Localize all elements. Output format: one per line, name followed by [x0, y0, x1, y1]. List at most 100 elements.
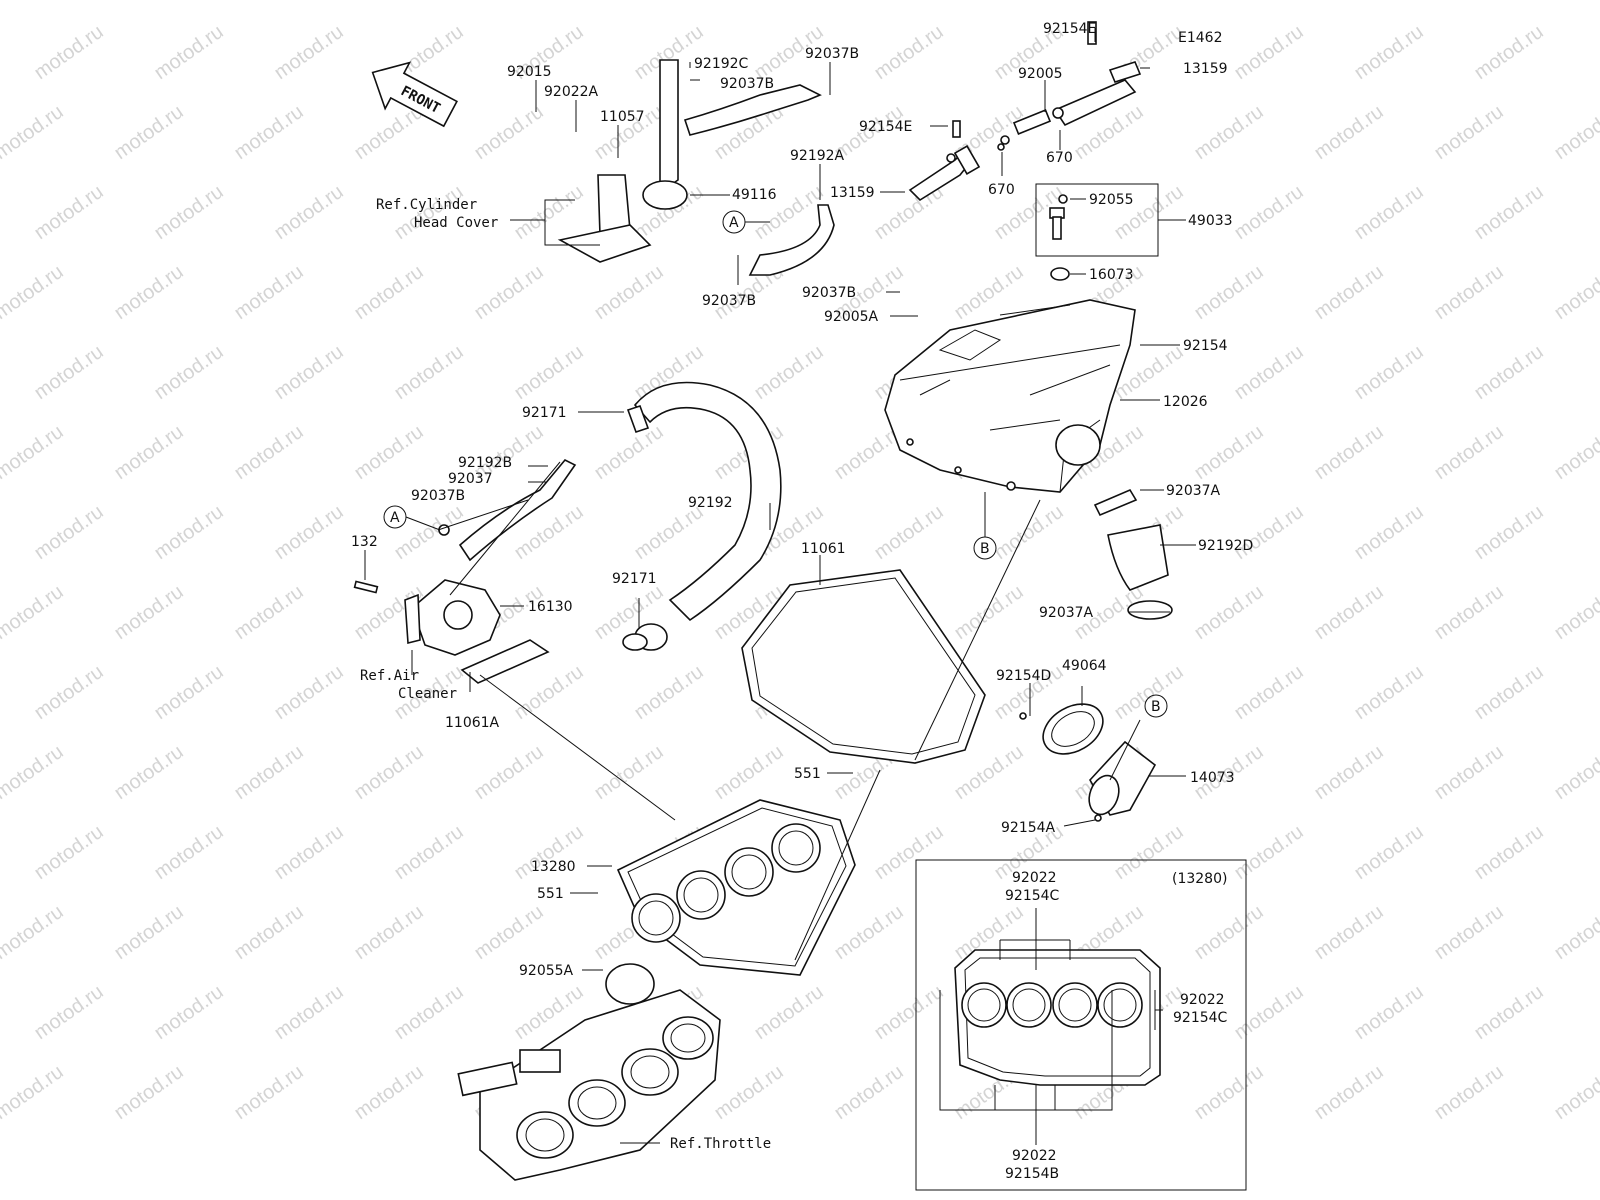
- watermark-text: motod.ru: [230, 581, 307, 644]
- watermark-text: motod.ru: [110, 101, 187, 164]
- part-label-16130: 16130: [528, 599, 573, 615]
- watermark-text: motod.ru: [1190, 101, 1267, 164]
- part-label-551-b: 551: [537, 886, 564, 902]
- gasket-11061: [741, 569, 986, 764]
- watermark-text: motod.ru: [270, 821, 347, 884]
- part-label-92037b-d: 92037B: [802, 285, 856, 301]
- watermark-text: motod.ru: [870, 21, 947, 84]
- watermark-text: motod.ru: [590, 261, 667, 324]
- watermark-text: motod.ru: [390, 341, 467, 404]
- watermark-text: motod.ru: [150, 501, 227, 564]
- watermark-text: motod.ru: [1230, 181, 1307, 244]
- part-label-49116: 49116: [732, 187, 777, 203]
- part-label-92005a: 92005A: [824, 309, 879, 325]
- watermark-text: motod.ru: [470, 741, 547, 804]
- part-label-92192: 92192: [688, 495, 733, 511]
- watermark-text: motod.ru: [270, 21, 347, 84]
- part-label-16073: 16073: [1089, 267, 1134, 283]
- diagram-code: E1462: [1178, 30, 1222, 46]
- watermark-text: motod.ru: [230, 1061, 307, 1124]
- watermark-text: motod.ru: [30, 981, 107, 1044]
- intake-duct: [1019, 703, 1157, 822]
- part-label-92055: 92055: [1089, 192, 1134, 208]
- watermark-text: motod.ru: [1550, 581, 1600, 644]
- part-label-92037a-b: 92037A: [1039, 605, 1094, 621]
- watermark-text: motod.ru: [0, 741, 68, 804]
- watermark-text: motod.ru: [1190, 421, 1267, 484]
- watermark-text: motod.ru: [270, 981, 347, 1044]
- watermark-text: motod.ru: [1230, 501, 1307, 564]
- inset-label-right-1: 92022: [1180, 992, 1225, 1008]
- watermark-text: motod.ru: [1430, 581, 1507, 644]
- watermark-text: motod.ru: [150, 21, 227, 84]
- watermark-text: motod.ru: [1230, 981, 1307, 1044]
- watermark-text: motod.ru: [630, 661, 707, 724]
- watermark-text: motod.ru: [1550, 101, 1600, 164]
- watermark-text: motod.ru: [110, 901, 187, 964]
- upper-pipe-assembly: [908, 21, 1142, 202]
- watermark-text: motod.ru: [1350, 181, 1427, 244]
- main-hose: [622, 381, 1173, 651]
- watermark-text: motod.ru: [1550, 741, 1600, 804]
- watermark-text: motod.ru: [1310, 101, 1387, 164]
- watermark-text: motod.ru: [230, 421, 307, 484]
- watermark-text: motod.ru: [870, 821, 947, 884]
- inset-label-top-2: 92154C: [1005, 888, 1060, 904]
- watermark-text: motod.ru: [270, 661, 347, 724]
- watermark-text: motod.ru: [230, 101, 307, 164]
- part-label-92005: 92005: [1018, 66, 1063, 82]
- watermark-text: motod.ru: [0, 901, 68, 964]
- watermark-text: motod.ru: [1430, 421, 1507, 484]
- ref-air-cleaner-2: Cleaner: [398, 686, 457, 702]
- watermark-text: motod.ru: [590, 741, 667, 804]
- part-label-12026: 12026: [1163, 394, 1208, 410]
- part-label-13159-mid: 13159: [830, 185, 875, 201]
- part-label-92055a: 92055A: [519, 963, 574, 979]
- watermark-text: motod.ru: [1470, 981, 1547, 1044]
- watermark-text: motod.ru: [150, 181, 227, 244]
- watermark-text: motod.ru: [350, 741, 427, 804]
- watermark-text: motod.ru: [0, 101, 68, 164]
- watermark-text: motod.ru: [1310, 581, 1387, 644]
- watermark-text: motod.ru: [1310, 741, 1387, 804]
- watermark-text: motod.ru: [30, 21, 107, 84]
- watermark-text: motod.ru: [1230, 21, 1307, 84]
- watermark-text: motod.ru: [830, 901, 907, 964]
- part-label-92192b: 92192B: [458, 455, 512, 471]
- callout-markers: A A B B: [383, 210, 1168, 718]
- ref-cylinder-head-cover-2: Head Cover: [414, 215, 498, 231]
- watermark-text: motod.ru: [1430, 741, 1507, 804]
- watermark-text: motod.ru: [1470, 181, 1547, 244]
- part-label-92192d: 92192D: [1198, 538, 1253, 554]
- watermark-text: motod.ru: [350, 901, 427, 964]
- part-label-132: 132: [351, 534, 378, 550]
- watermark-text: motod.ru: [830, 1061, 907, 1124]
- watermark-text: motod.ru: [30, 821, 107, 884]
- part-label-92171-a: 92171: [522, 405, 567, 421]
- part-label-14073: 14073: [1190, 770, 1235, 786]
- watermark-text: motod.ru: [1350, 821, 1427, 884]
- inset-label-bottom-1: 92022: [1012, 1148, 1057, 1164]
- watermark-text: motod.ru: [0, 421, 68, 484]
- watermark-text: motod.ru: [1310, 421, 1387, 484]
- part-label-92192c: 92192C: [694, 56, 749, 72]
- watermark-text: motod.ru: [30, 181, 107, 244]
- part-label-92037a-a: 92037A: [1166, 483, 1221, 499]
- part-label-92154e-top: 92154E: [1043, 21, 1096, 37]
- watermark-text: motod.ru: [1190, 1061, 1267, 1124]
- watermark-text: motod.ru: [110, 1061, 187, 1124]
- watermark-text: motod.ru: [1470, 821, 1547, 884]
- part-label-92022a: 92022A: [544, 84, 599, 100]
- callout-a-top-label: A: [729, 215, 739, 231]
- callout-b-mid-label: B: [980, 541, 990, 557]
- watermark-text: motod.ru: [470, 901, 547, 964]
- throttle-body: [457, 989, 721, 1181]
- watermark-text: motod.ru: [150, 661, 227, 724]
- callout-b-right-circle: [1144, 694, 1168, 718]
- watermark-text: motod.ru: [1110, 181, 1187, 244]
- part-label-92037b-b: 92037B: [805, 46, 859, 62]
- part-label-92037: 92037: [448, 471, 493, 487]
- watermark-text: motod.ru: [350, 1061, 427, 1124]
- watermark-text: motod.ru: [710, 741, 787, 804]
- part-label-11057: 11057: [600, 109, 645, 125]
